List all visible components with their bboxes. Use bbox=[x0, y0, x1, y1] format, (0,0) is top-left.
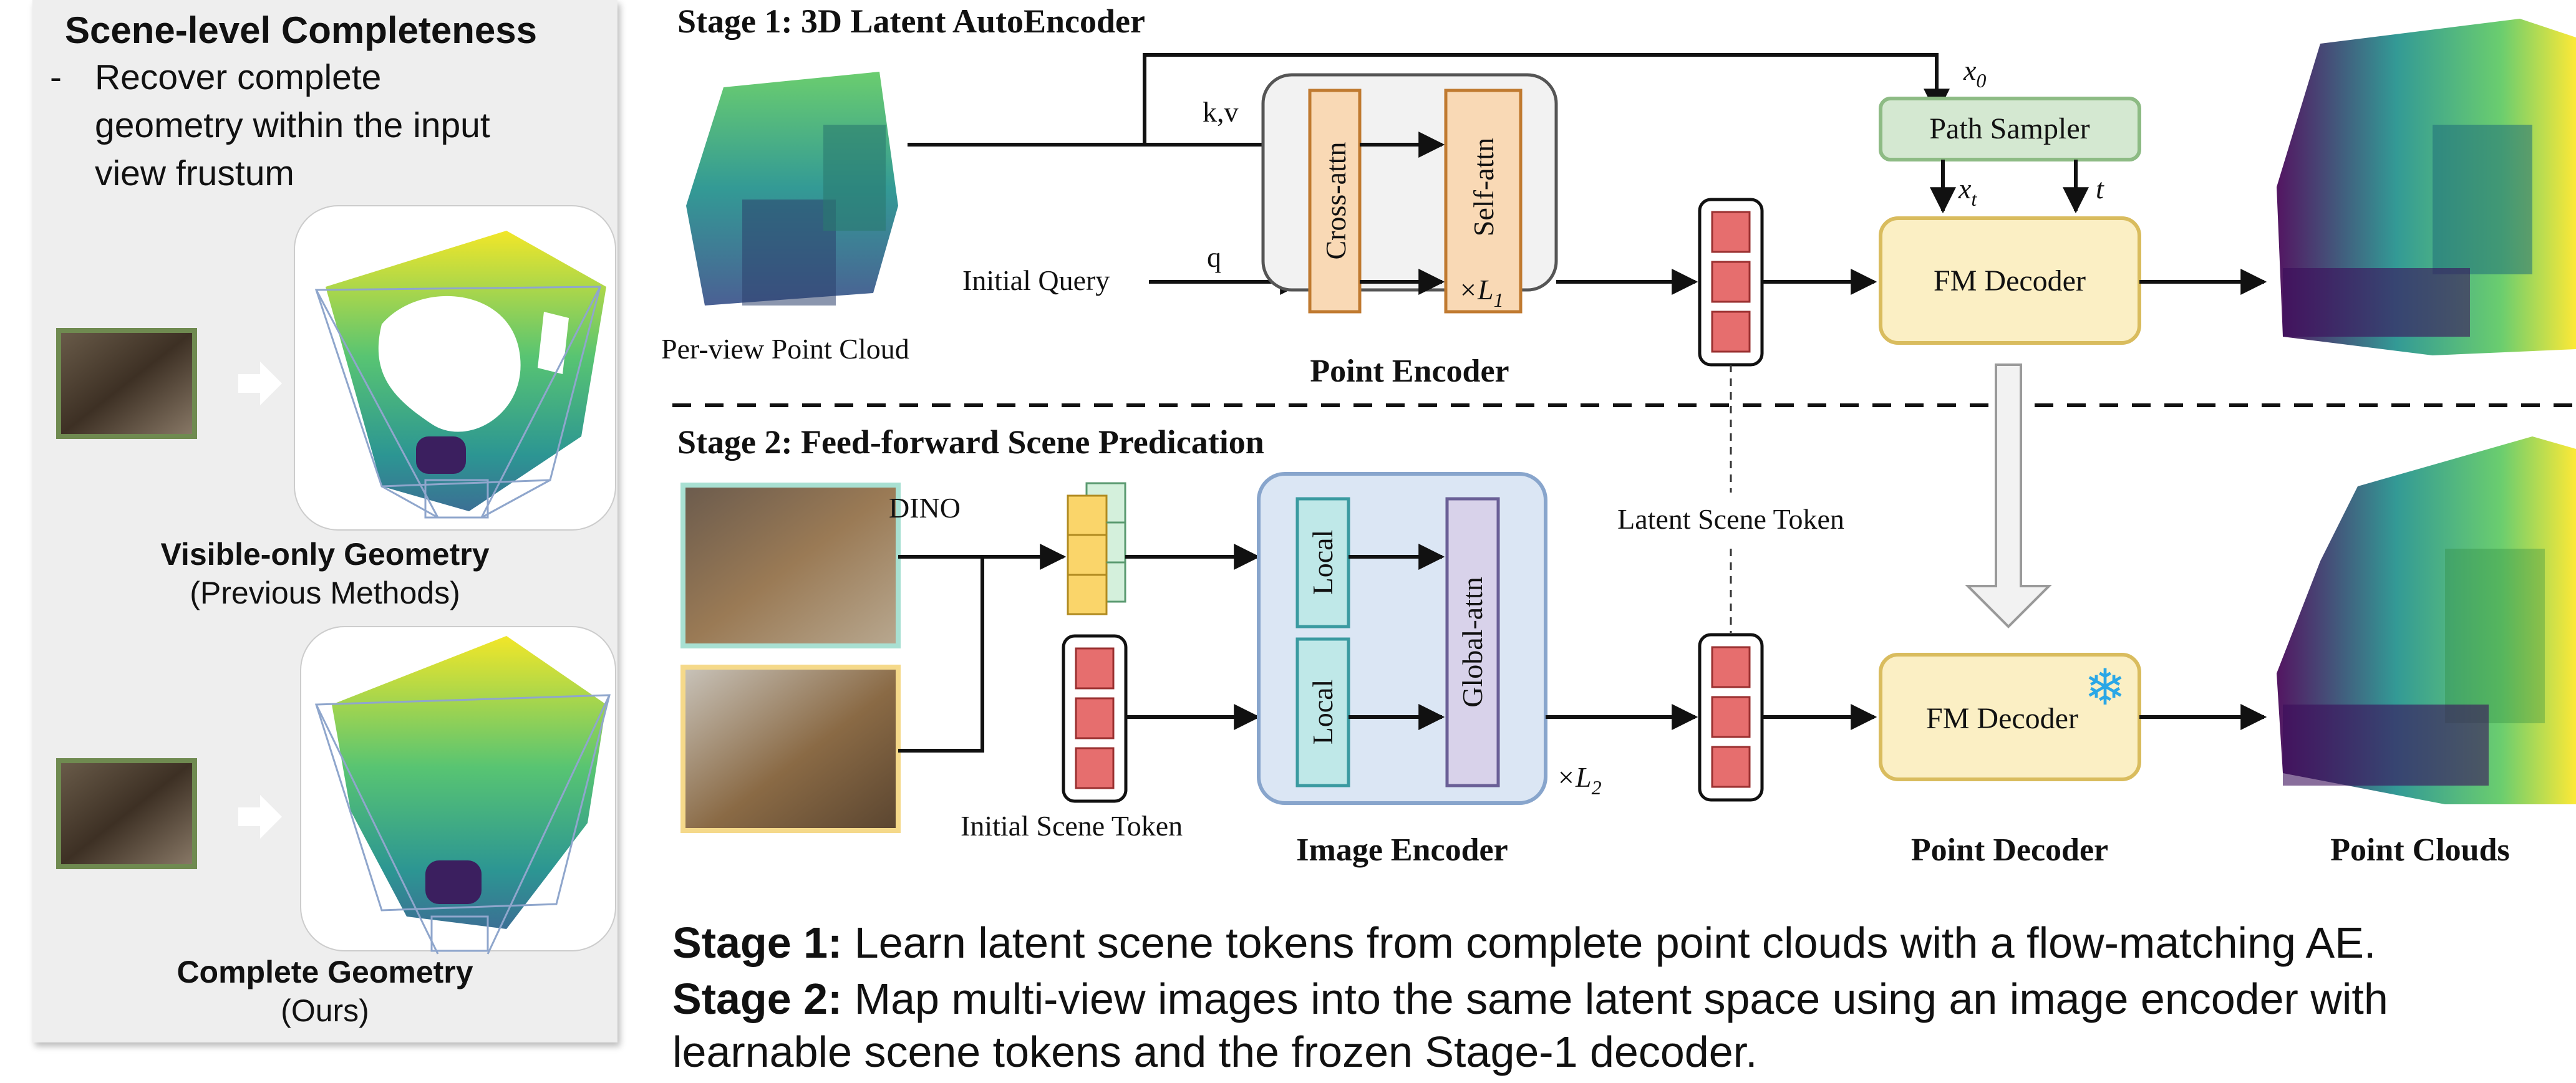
self-attn-label: Self-attn bbox=[1468, 138, 1499, 236]
latent-token bbox=[1711, 646, 1751, 688]
local-attn-block bbox=[1295, 637, 1350, 787]
complete-geometry-caption: Complete Geometry (Ours) bbox=[32, 953, 617, 1030]
caption-title: Complete Geometry bbox=[177, 955, 473, 989]
input-image-1 bbox=[680, 483, 901, 648]
fm-decoder-label: FM Decoder bbox=[1934, 264, 2086, 297]
path-sampler-box bbox=[1879, 97, 2141, 161]
scene-token bbox=[1075, 747, 1115, 789]
latent-token bbox=[1711, 261, 1751, 303]
stage2-title: Stage 2: Feed-forward Scene Predication bbox=[677, 423, 1264, 461]
latent-token bbox=[1711, 310, 1751, 353]
bullet-line: view frustum bbox=[95, 153, 294, 193]
image-merge-lines bbox=[898, 555, 984, 753]
x0-arrow bbox=[1143, 53, 1950, 145]
xt-label: xt bbox=[1958, 173, 1977, 210]
stage1-title: Stage 1: 3D Latent AutoEncoder bbox=[677, 2, 1145, 40]
caption-title: Visible-only Geometry bbox=[160, 537, 490, 572]
left-panel-bullet: - Recover complete geometry within the i… bbox=[50, 54, 606, 198]
self-attn-block bbox=[1444, 89, 1523, 314]
t-label: t bbox=[2096, 173, 2104, 205]
stage1-summary-text: Learn latent scene tokens from complete … bbox=[842, 918, 2376, 967]
dino-label: DINO bbox=[889, 492, 961, 524]
x0-label: x0 bbox=[1963, 54, 1986, 92]
local-label: Local bbox=[1307, 680, 1339, 745]
latent-token bbox=[1711, 746, 1751, 788]
point-encoder-label: Point Encoder bbox=[1310, 354, 1509, 389]
dino-feature-stack bbox=[1067, 482, 1126, 615]
stage2-summary-continued: learnable scene tokens and the frozen St… bbox=[672, 1028, 1758, 1076]
left-illustrations bbox=[56, 205, 616, 955]
scene-token bbox=[1075, 647, 1115, 690]
input-image-2 bbox=[680, 665, 901, 833]
stage1-summary-label: Stage 1: bbox=[672, 918, 843, 967]
cross-attn-label: Cross-attn bbox=[1320, 142, 1352, 259]
l1-repeat-label: ×L1 bbox=[1458, 274, 1504, 311]
global-attn-block bbox=[1445, 497, 1500, 787]
point-clouds-label: Point Clouds bbox=[2330, 832, 2510, 868]
stage1-summary: Stage 1: Learn latent scene tokens from … bbox=[672, 917, 2376, 969]
stage2-summary-text: Map multi-view images into the same late… bbox=[842, 975, 2388, 1023]
initial-query-label: Initial Query bbox=[962, 264, 1110, 296]
caption-subtitle: (Ours) bbox=[281, 993, 369, 1028]
stage2-summary: Stage 2: Map multi-view images into the … bbox=[672, 973, 2388, 1025]
arrow-right-icon bbox=[238, 362, 282, 405]
global-attn-label: Global-attn bbox=[1456, 577, 1488, 708]
local-label: Local bbox=[1307, 530, 1339, 595]
point-cloud-label: Per-view Point Cloud bbox=[661, 333, 909, 365]
kv-label: k,v bbox=[1203, 96, 1239, 128]
point-decoder-label: Point Decoder bbox=[1911, 832, 2108, 868]
input-photo-thumbnail bbox=[56, 328, 197, 439]
scene-token bbox=[1075, 697, 1115, 739]
local-attn-block bbox=[1295, 497, 1350, 628]
arrow-right-icon bbox=[238, 795, 282, 839]
bullet-line: Recover complete bbox=[95, 57, 382, 97]
visible-only-illustration bbox=[56, 205, 616, 531]
bullet-dash: - bbox=[50, 57, 62, 97]
image-encoder-label: Image Encoder bbox=[1296, 832, 1508, 868]
snowflake-frozen-icon: ❄ bbox=[2084, 661, 2126, 716]
stage2-summary-label: Stage 2: bbox=[672, 975, 843, 1023]
latent-token bbox=[1711, 696, 1751, 738]
input-photo-thumbnail bbox=[56, 758, 197, 869]
complete-geometry-illustration bbox=[56, 626, 616, 955]
output-point-cloud-stage1 bbox=[2277, 19, 2576, 355]
latent-token bbox=[1711, 211, 1751, 253]
caption-subtitle: (Previous Methods) bbox=[190, 575, 460, 610]
fm-decoder-label: FM Decoder bbox=[1926, 702, 2078, 735]
left-panel-title: Scene-level Completeness bbox=[65, 9, 538, 51]
output-point-cloud-stage2 bbox=[2277, 436, 2576, 804]
cross-attn-block bbox=[1308, 89, 1362, 314]
visible-only-caption: Visible-only Geometry (Previous Methods) bbox=[32, 535, 617, 612]
q-label: q bbox=[1207, 241, 1221, 273]
left-panel: Scene-level Completeness - Recover compl… bbox=[32, 0, 617, 1042]
weight-transfer-arrow bbox=[1965, 363, 2052, 628]
initial-scene-token-label: Initial Scene Token bbox=[961, 810, 1183, 842]
pipeline-diagram: Stage 1: 3D Latent AutoEncoder Per-view … bbox=[661, 2, 2576, 868]
input-point-cloud bbox=[686, 72, 898, 306]
bullet-line: geometry within the input bbox=[95, 105, 490, 145]
l2-repeat-label: ×L2 bbox=[1556, 761, 1602, 799]
latent-scene-token-label: Latent Scene Token bbox=[1617, 503, 1844, 535]
path-sampler-label: Path Sampler bbox=[1929, 112, 2089, 145]
